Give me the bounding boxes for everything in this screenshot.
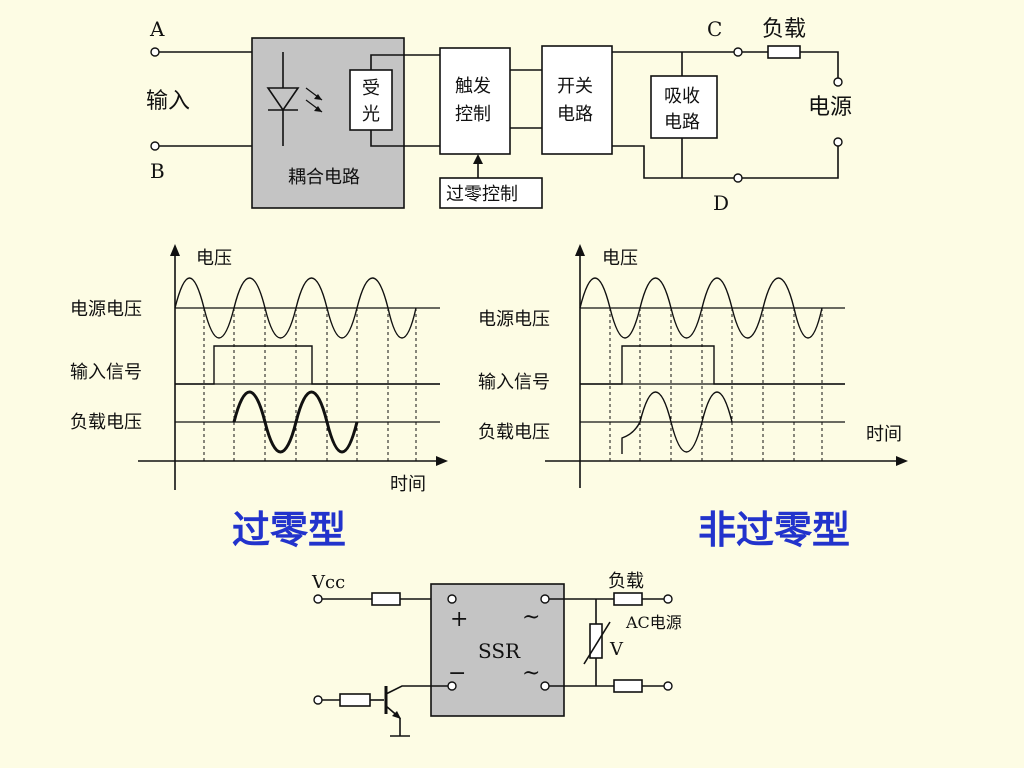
varistor-label: V — [609, 639, 624, 660]
varistor-slash — [583, 621, 611, 665]
input-label: 输入 — [146, 89, 190, 114]
zero-cross-arrow-icon — [473, 154, 483, 164]
y-axis-label: 电压 — [602, 248, 638, 269]
power-terminal-top — [833, 77, 843, 87]
absorb-label-1: 吸收 — [664, 86, 700, 107]
absorb-label-2: 电路 — [664, 112, 700, 133]
trigger-label-2: 控制 — [455, 104, 491, 125]
y-axis-arrow-icon — [575, 244, 585, 256]
load-label: 负载 — [608, 571, 644, 592]
zero-cross-title: 过零型 — [232, 507, 346, 552]
light-arrows-icon — [305, 87, 323, 113]
ssr-label: SSR — [478, 639, 521, 663]
led-icon — [266, 87, 300, 112]
tilde-top-label: ~ — [522, 605, 540, 630]
zero-cross-label: 过零控制 — [446, 184, 518, 205]
receiver-label-1: 受 — [362, 78, 380, 99]
terminal-d-label: D — [713, 191, 729, 215]
load-label: 负载 — [762, 17, 806, 42]
terminal-d — [733, 173, 743, 183]
ssr-ac-bottom-terminal — [540, 681, 550, 691]
row-input-label: 输入信号 — [478, 372, 550, 393]
ssr-box — [430, 583, 565, 717]
ssr-ac-top-terminal — [540, 594, 550, 604]
wire-load-power — [800, 51, 839, 78]
absorb-circuit-box — [650, 75, 718, 139]
load-resistor — [613, 592, 643, 606]
x-axis-label: 时间 — [390, 474, 426, 495]
dashed-guides — [203, 308, 417, 461]
ssr-plus-terminal — [447, 594, 457, 604]
zero-cross-waveforms: 电压 时间 电源电压 输入信号 负载电压 过零型 — [70, 244, 448, 552]
input-signal-pulse — [580, 345, 845, 385]
ac-terminal-bottom — [663, 681, 673, 691]
row-power-label: 电源电压 — [478, 309, 550, 330]
minus-label: − — [448, 661, 466, 686]
load-resistor — [767, 45, 801, 59]
switch-label-1: 开关 — [557, 76, 593, 97]
trigger-control-box — [439, 47, 511, 155]
terminal-c — [733, 47, 743, 57]
row-load-label: 负载电压 — [70, 412, 142, 433]
non-zero-cross-waveforms: 电压 时间 电源电压 输入信号 负载电压 非过零型 — [478, 244, 908, 552]
wire-receiver-top — [370, 54, 440, 70]
wire-power-d — [742, 146, 839, 179]
load-voltage-wave — [621, 391, 733, 454]
y-axis-label: 电压 — [196, 248, 232, 269]
switch-circuit-box — [541, 45, 613, 155]
ac-terminal-top — [663, 594, 673, 604]
power-voltage-wave — [579, 277, 823, 339]
ssr-circuit: Vcc + − ~ ~ SSR 负载 AC电 — [311, 571, 682, 737]
tilde-bottom-label: ~ — [522, 661, 540, 686]
wire-to-d — [612, 145, 734, 179]
dashed-guides — [609, 308, 823, 461]
trigger-label-1: 触发 — [455, 76, 491, 97]
x-axis-arrow-icon — [896, 456, 908, 466]
terminal-b — [150, 141, 160, 151]
power-voltage-wave — [174, 277, 417, 339]
transistor-icon — [384, 685, 448, 737]
vcc-terminal — [313, 594, 323, 604]
x-axis-label: 时间 — [866, 424, 902, 445]
row-power-label: 电源电压 — [70, 299, 142, 320]
row-input-label: 输入信号 — [70, 362, 142, 383]
plus-label: + — [450, 607, 468, 632]
terminal-a-label: A — [149, 17, 165, 41]
base-resistor — [339, 693, 371, 707]
terminal-a — [150, 47, 160, 57]
row-load-label: 负载电压 — [478, 422, 550, 443]
y-axis-arrow-icon — [170, 244, 180, 256]
terminal-b-label: B — [150, 159, 165, 183]
x-axis-arrow-icon — [436, 456, 448, 466]
input-resistor — [371, 592, 401, 606]
power-terminal-bottom — [833, 137, 843, 147]
switch-label-2: 电路 — [557, 104, 593, 125]
load-voltage-wave — [232, 390, 359, 454]
relay-block-diagram: A B 输入 耦合电路 受 光 触发 控制 过零控制 — [146, 17, 852, 215]
wire-receiver-bottom — [370, 130, 440, 147]
non-zero-cross-title: 非过零型 — [698, 507, 850, 552]
zero-cross-box — [439, 177, 543, 209]
input-signal-pulse — [175, 345, 440, 385]
coupling-label: 耦合电路 — [288, 167, 360, 188]
power-label: 电源 — [808, 95, 852, 120]
terminal-c-label: C — [707, 17, 722, 41]
base-terminal — [313, 695, 323, 705]
receiver-label-2: 光 — [362, 104, 380, 125]
ac-source-label: AC电源 — [625, 613, 682, 632]
vcc-label: Vcc — [311, 572, 345, 593]
ac-resistor — [613, 679, 643, 693]
